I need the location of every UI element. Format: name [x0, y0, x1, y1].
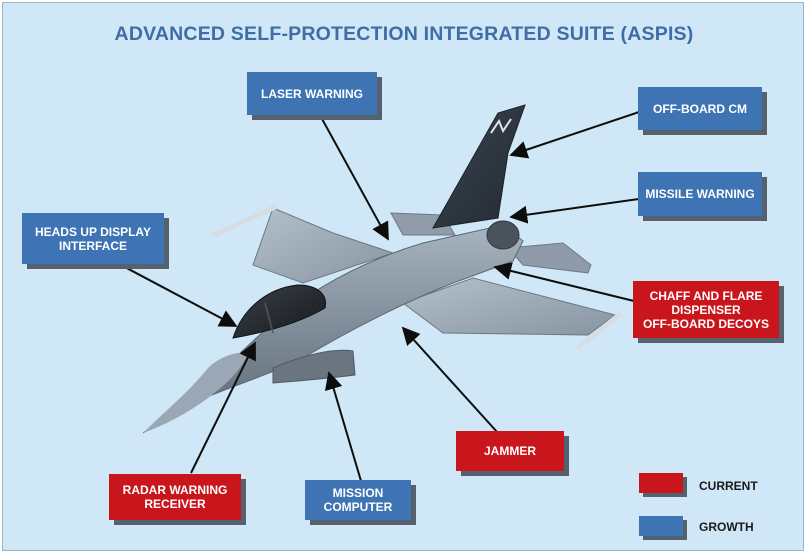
canopy [232, 284, 327, 339]
arrow-radar-warning [190, 341, 256, 474]
label-off-board-cm: OFF-BOARD CM [638, 87, 762, 130]
legend-current-label: CURRENT [699, 479, 758, 493]
label-missile-warning: MISSILE WARNING [638, 172, 762, 216]
right-wing [401, 277, 617, 336]
legend-current-swatch [639, 473, 683, 493]
arrow-chaff-flare [493, 262, 635, 302]
label-chaff-flare: CHAFF AND FLARE DISPENSER OFF-BOARD DECO… [633, 281, 779, 338]
label-mission-computer: MISSION COMPUTER [305, 480, 411, 520]
label-heads-up-display: HEADS UP DISPLAY INTERFACE [22, 213, 164, 264]
left-wingtip-missile [212, 204, 278, 238]
vertical-tail [432, 104, 526, 229]
arrow-jammer [401, 326, 499, 434]
label-jammer: JAMMER [456, 431, 564, 471]
arrow-laser-warning [320, 116, 389, 241]
arrow-heads-up-display [120, 264, 238, 327]
arrow-mission-computer [324, 371, 362, 482]
right-wingtip-missile [576, 312, 622, 350]
canopy-frame [264, 302, 274, 334]
left-wing [252, 207, 395, 284]
leader-arrows [120, 111, 640, 482]
nose-cone [143, 352, 248, 433]
engine-nozzle [486, 220, 520, 250]
tail-insignia [490, 118, 512, 134]
aircraft-illustration [120, 104, 640, 482]
label-radar-warning: RADAR WARNING RECEIVER [109, 474, 241, 520]
arrow-missile-warning [509, 198, 640, 224]
diagram-title: ADVANCED SELF-PROTECTION INTEGRATED SUIT… [114, 23, 694, 45]
right-stabilizer [506, 242, 592, 274]
label-laser-warning: LASER WARNING [247, 72, 377, 115]
legend-growth-swatch [639, 516, 683, 536]
arrow-off-board-cm [509, 111, 640, 159]
legend-growth-label: GROWTH [699, 520, 754, 534]
